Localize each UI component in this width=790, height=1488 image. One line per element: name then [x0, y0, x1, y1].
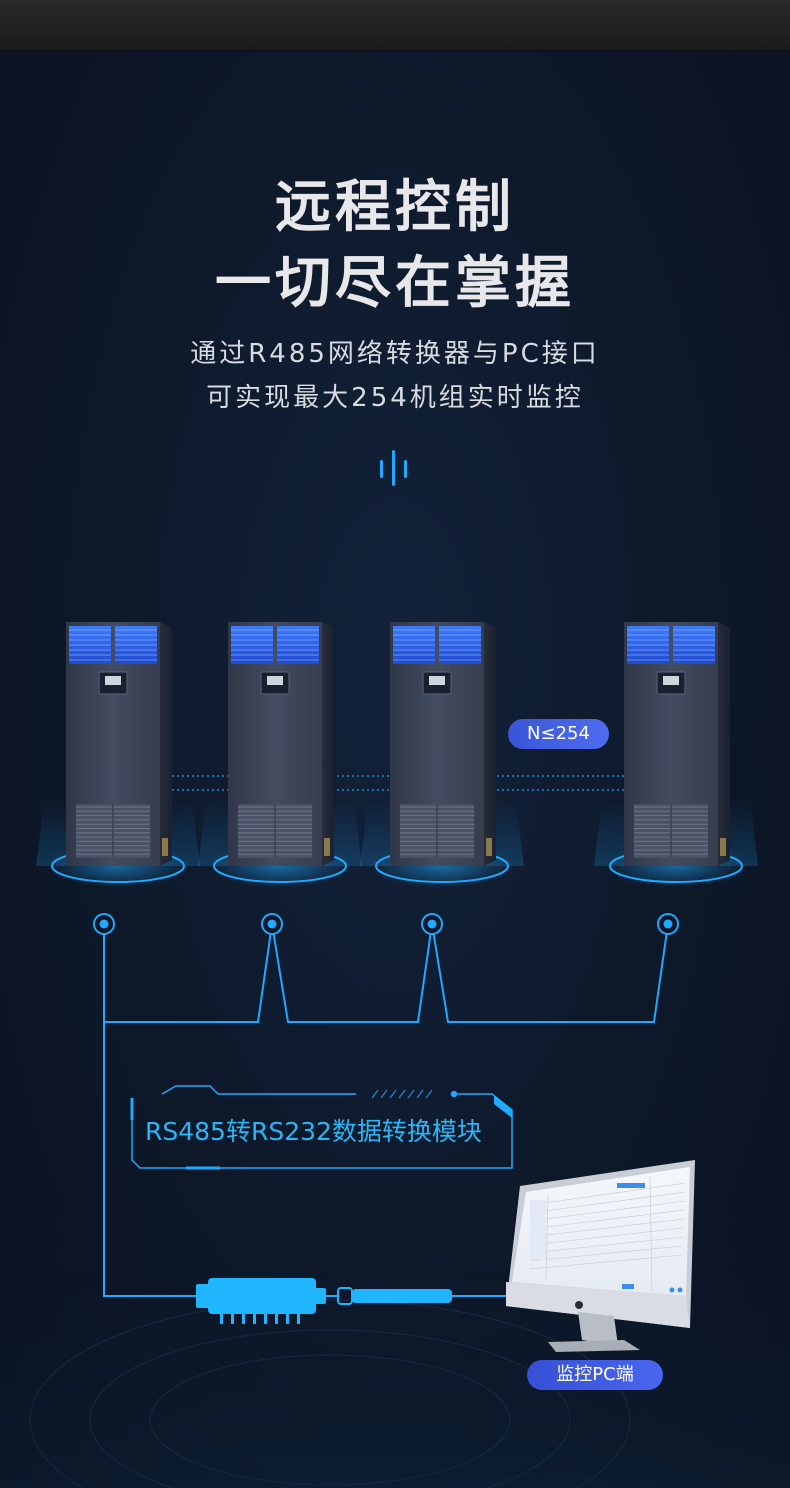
cabinet-unit [360, 622, 524, 888]
top-band [0, 0, 790, 52]
subtitle-line2: 可实现最大254机组实时监控 [206, 383, 584, 413]
node-2 [261, 913, 283, 935]
module-label: RS485转RS232数据转换模块 [145, 1117, 482, 1146]
monitor [506, 1160, 695, 1352]
module-frame-hatch [371, 1089, 433, 1099]
pc-label-badge: 监控PC端 [527, 1360, 663, 1390]
topology-nodes [93, 913, 679, 935]
subtitle-line1: 通过R485网络转换器与PC接口 [190, 339, 600, 369]
node-1 [93, 913, 115, 935]
cabinet-unit [198, 622, 362, 888]
unit-count-badge: N≤254 [508, 719, 609, 749]
module-frame [130, 1085, 513, 1170]
headline-line2: 一切尽在掌握 [215, 251, 575, 316]
cabinet-group [36, 622, 758, 888]
headline-line1: 远程控制 [275, 175, 515, 240]
node-4 [657, 913, 679, 935]
cabinet-unit [594, 622, 758, 888]
converter-device [196, 1278, 452, 1324]
cabinet-unit [36, 622, 200, 888]
node-3 [421, 913, 443, 935]
signal-bars-icon [380, 450, 407, 486]
